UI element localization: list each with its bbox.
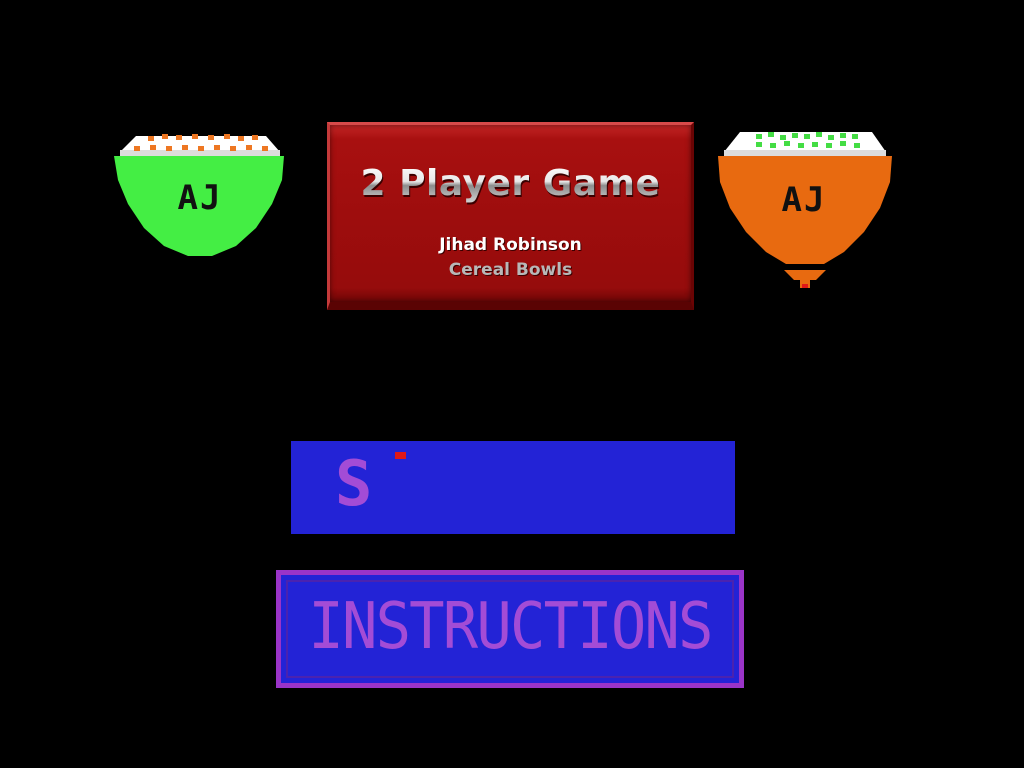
author-name: Jihad Robinson bbox=[439, 235, 582, 255]
bowl-label: AJ bbox=[177, 178, 223, 218]
cereal-pieces-icon bbox=[756, 132, 860, 148]
cereal-pieces-icon bbox=[134, 134, 268, 151]
start-button-label: S bbox=[335, 447, 373, 520]
instructions-button[interactable]: INSTRUCTIONS bbox=[276, 570, 744, 688]
game-title: 2 Player Game bbox=[330, 163, 691, 204]
instructions-button-frame bbox=[286, 580, 734, 678]
start-button[interactable]: S bbox=[291, 441, 735, 534]
green-cereal-bowl: AJ bbox=[112, 128, 288, 260]
game-name: Cereal Bowls bbox=[448, 260, 573, 280]
cursor-marker-icon bbox=[395, 452, 406, 459]
instructions-button-label: INSTRUCTIONS bbox=[308, 590, 713, 664]
orange-cereal-bowl: AJ bbox=[716, 128, 894, 290]
title-panel: 2 Player Game Jihad Robinson Cereal Bowl… bbox=[327, 122, 694, 310]
bowl-label: AJ bbox=[781, 180, 827, 220]
